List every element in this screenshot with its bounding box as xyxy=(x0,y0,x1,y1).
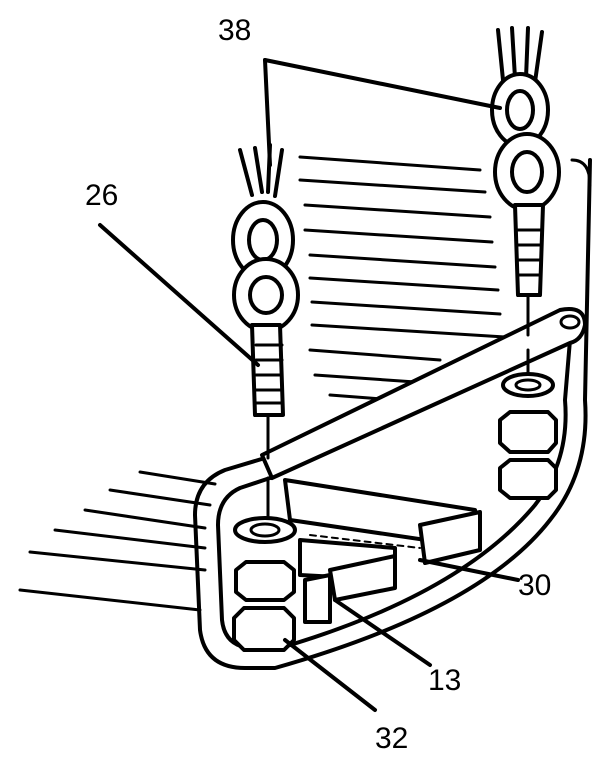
left-nuts xyxy=(232,516,297,652)
seat-slat-blocks xyxy=(283,478,482,624)
right-eye-bolt xyxy=(490,26,561,382)
leader-lines xyxy=(98,58,520,712)
label-26: 26 xyxy=(85,179,118,212)
label-30: 30 xyxy=(518,569,551,602)
label-38: 38 xyxy=(218,14,251,47)
diagonal-brace xyxy=(260,307,587,480)
label-32: 32 xyxy=(375,722,408,755)
right-nuts xyxy=(498,372,558,500)
label-13: 13 xyxy=(428,664,461,697)
left-eye-bolt xyxy=(231,143,300,522)
